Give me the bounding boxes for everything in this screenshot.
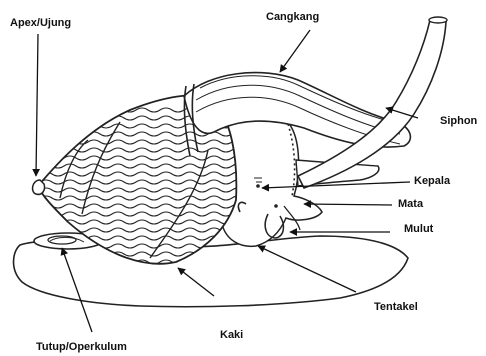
- label-apex: Apex/Ujung: [10, 18, 71, 29]
- label-mulut: Mulut: [404, 224, 433, 235]
- label-mata: Mata: [398, 199, 423, 210]
- label-cangkang: Cangkang: [266, 12, 319, 23]
- label-tentakel: Tentakel: [374, 302, 418, 313]
- label-kepala: Kepala: [414, 176, 450, 187]
- label-kaki: Kaki: [220, 330, 243, 341]
- label-operkulum: Tutup/Operkulum: [36, 342, 127, 353]
- apex-tip: [33, 180, 45, 194]
- label-siphon: Siphon: [440, 116, 477, 127]
